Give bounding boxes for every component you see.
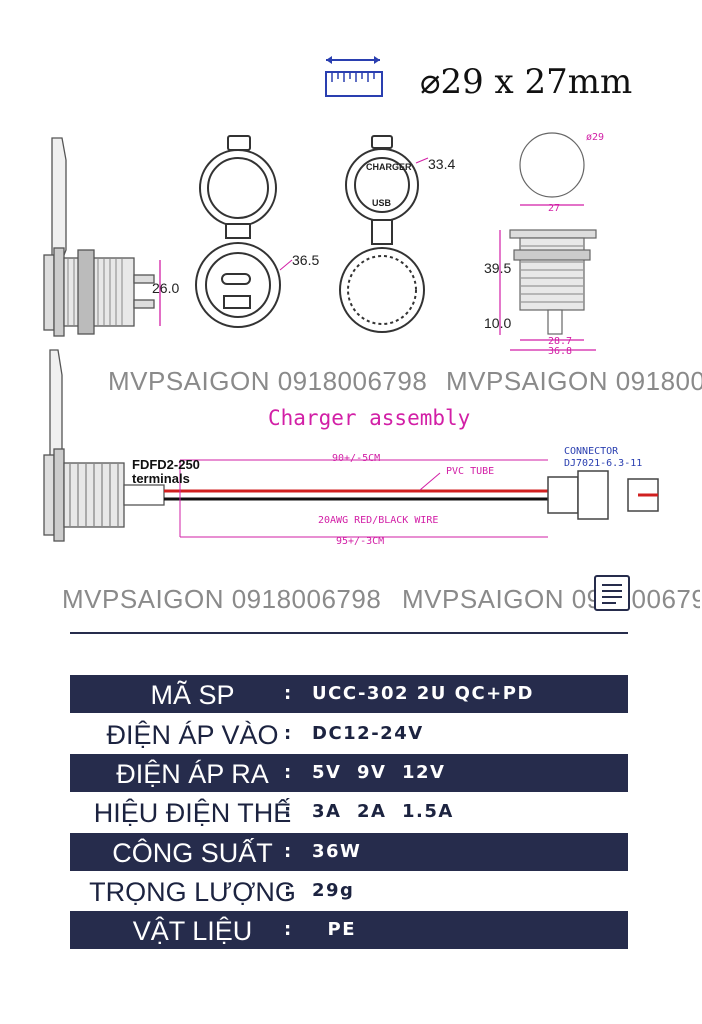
- spec-colon: :: [284, 723, 292, 744]
- watermark: MVPSAIGON 0918006798: [402, 584, 700, 614]
- watermark: MVPSAIGON 0918006798: [446, 366, 702, 396]
- label-cap-tab: 36.5: [292, 252, 320, 268]
- spec-value: UCC-302 2U QC+PD: [312, 683, 534, 704]
- spec-colon: :: [284, 683, 292, 704]
- ruler-icon: [325, 56, 383, 97]
- divider: [70, 632, 628, 634]
- spec-value: 5V 9V 12V: [312, 762, 446, 783]
- label-side-height: 26.0: [152, 280, 180, 296]
- spec-value: PE: [312, 919, 357, 940]
- tube-label: PVC TUBE: [446, 466, 495, 477]
- face-view: [339, 135, 429, 333]
- spec-label: ĐIỆN ÁP RA: [116, 759, 269, 789]
- spec-value: 36W: [312, 841, 362, 862]
- menu-icon[interactable]: [594, 575, 630, 611]
- spec-colon: :: [284, 880, 292, 901]
- terminals-label: FDFD2-250 terminals: [132, 458, 200, 486]
- label-thread-width: 28.7: [548, 336, 573, 347]
- watermark: MVPSAIGON 0918006798: [62, 584, 382, 614]
- label-cap-top: 33.4: [428, 156, 456, 172]
- spec-row: TRỌNG LƯỢNG : 29g: [70, 872, 628, 910]
- spec-label: MÃ SP: [150, 680, 235, 710]
- assembly-title: Charger assembly: [268, 406, 471, 430]
- technical-drawing: [43, 132, 597, 351]
- front-view: [195, 135, 293, 328]
- spec-colon: :: [284, 919, 292, 940]
- terminals-word: terminals: [132, 471, 190, 486]
- spec-colon: :: [284, 801, 292, 822]
- spec-row: MÃ SP : UCC-302 2U QC+PD: [70, 675, 628, 713]
- assembly-drawing: [43, 349, 659, 542]
- label-flange-width: 36.8: [548, 346, 573, 357]
- spec-colon: :: [284, 762, 292, 783]
- spec-row: VẬT LIỆU : PE: [70, 911, 628, 949]
- spec-label: VẬT LIỆU: [132, 916, 253, 946]
- spec-label: CÔNG SUẤT: [112, 838, 273, 868]
- terminals-model: FDFD2-250: [132, 457, 200, 472]
- cable-top-dim: 90+/-5CM: [332, 453, 381, 464]
- label-top-diameter: ø29: [586, 132, 605, 143]
- spec-label: ĐIỆN ÁP VÀO: [106, 720, 279, 750]
- profile-view: [499, 132, 597, 351]
- label-face-charger: CHARGER: [366, 162, 412, 172]
- spec-value: 3A 2A 1.5A: [312, 801, 454, 822]
- wire-label: 20AWG RED/BLACK WIRE: [318, 515, 439, 526]
- spec-row: CÔNG SUẤT : 36W: [70, 833, 628, 871]
- label-face-usb: USB: [372, 198, 392, 208]
- label-body-height: 39.5: [484, 260, 512, 276]
- spec-row: ĐIỆN ÁP RA : 5V 9V 12V: [70, 754, 628, 792]
- label-top-width: 27: [548, 203, 561, 214]
- side-view: [43, 137, 161, 337]
- spec-colon: :: [284, 841, 292, 862]
- spec-value: DC12-24V: [312, 723, 424, 744]
- label-terminal-height: 10.0: [484, 315, 512, 331]
- connector-model: DJ7021-6.3-11: [564, 458, 643, 469]
- watermark: MVPSAIGON 0918006798: [108, 366, 428, 396]
- spec-value: 29g: [312, 880, 355, 901]
- cable-bottom-dim: 95+/-3CM: [336, 536, 385, 547]
- spec-row: ĐIỆN ÁP VÀO : DC12-24V: [70, 715, 628, 753]
- spec-label: TRỌNG LƯỢNG: [89, 877, 296, 907]
- spec-row: HIỆU ĐIỆN THẾ : 3A 2A 1.5A: [70, 793, 628, 831]
- spec-label: HIỆU ĐIỆN THẾ: [93, 798, 292, 828]
- connector-title: CONNECTOR: [564, 446, 619, 457]
- overall-dimension: ⌀29 x 27mm: [420, 62, 633, 102]
